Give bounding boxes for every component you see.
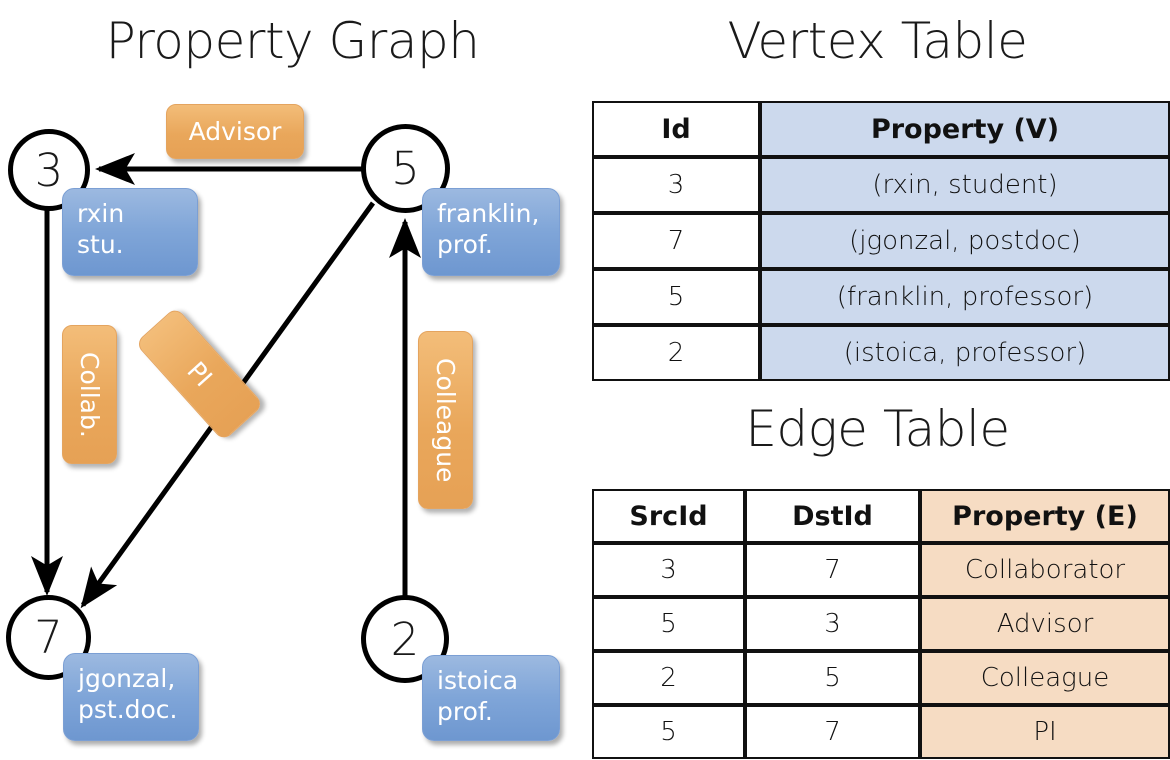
vertex-table-header-row: Id Property (V) — [592, 101, 1170, 157]
edge-label-pi-text: PI — [181, 355, 218, 393]
vertex-property-box-3[interactable]: rxin stu. — [62, 188, 198, 276]
page-title-edge-table: Edge Table — [745, 400, 1010, 458]
edge-cell-property: Advisor — [920, 597, 1170, 651]
vertex-property-box-3-line1: rxin — [77, 199, 125, 228]
vertex-cell-id: 3 — [592, 157, 760, 213]
edge-cell-srcid: 5 — [592, 705, 745, 759]
edge-cell-dstid: 5 — [745, 651, 920, 705]
edge-cell-dstid: 7 — [745, 543, 920, 597]
vertex-cell-id: 5 — [592, 269, 760, 325]
property-graph-diagram: 3 5 7 2 rxin stu. franklin, prof. jgonza… — [6, 104, 560, 741]
vertex-property-box-7[interactable]: jgonzal, pst.doc. — [63, 653, 199, 741]
edge-cell-dstid: 7 — [745, 705, 920, 759]
vertex-cell-property: (rxin, student) — [760, 157, 1170, 213]
vertex-table: Id Property (V) 3 (rxin, student) 7 (jgo… — [592, 101, 1170, 381]
vertex-property-box-7-line2: pst.doc. — [78, 694, 178, 724]
table-row: 3 (rxin, student) — [592, 157, 1170, 213]
edge-label-advisor-text: Advisor — [188, 117, 282, 146]
edge-cell-dstid: 3 — [745, 597, 920, 651]
edge-label-colleague-text: Colleague — [431, 357, 460, 483]
graph-node-2-label: 2 — [390, 612, 420, 666]
vertex-cell-id: 2 — [592, 325, 760, 381]
vertex-property-box-5[interactable]: franklin, prof. — [422, 188, 560, 276]
graph-node-5-label: 5 — [391, 142, 420, 195]
edge-table: SrcId DstId Property (E) 3 7 Collaborato… — [592, 489, 1170, 759]
page-title-vertex-table: Vertex Table — [727, 12, 1028, 70]
edge-cell-srcid: 5 — [592, 597, 745, 651]
edge-cell-srcid: 3 — [592, 543, 745, 597]
vertex-cell-property: (jgonzal, postdoc) — [760, 213, 1170, 269]
vertex-property-box-5-line1: franklin, — [437, 199, 540, 228]
vertex-property-box-5-line2: prof. — [437, 229, 493, 259]
table-row: 5 3 Advisor — [592, 597, 1170, 651]
table-row: 2 (istoica, professor) — [592, 325, 1170, 381]
table-row: 5 (franklin, professor) — [592, 269, 1170, 325]
vertex-cell-property: (franklin, professor) — [760, 269, 1170, 325]
vertex-table-header-property: Property (V) — [760, 101, 1170, 157]
vertex-table-header-id: Id — [592, 101, 760, 157]
edge-cell-srcid: 2 — [592, 651, 745, 705]
edge-label-colleague[interactable]: Colleague — [418, 331, 473, 509]
vertex-cell-id: 7 — [592, 213, 760, 269]
vertex-cell-property: (istoica, professor) — [760, 325, 1170, 381]
edge-table-header-dstid: DstId — [745, 489, 920, 543]
graph-node-5[interactable]: 5 — [361, 124, 450, 213]
graph-node-7-label: 7 — [34, 611, 63, 664]
vertex-property-box-2-line2: prof. — [437, 696, 493, 726]
edge-cell-property: Collaborator — [920, 543, 1170, 597]
page-title-property-graph: Property Graph — [105, 12, 480, 70]
table-row: 5 7 PI — [592, 705, 1170, 759]
edge-label-advisor[interactable]: Advisor — [166, 104, 304, 159]
graph-node-3-label: 3 — [34, 143, 64, 197]
vertex-property-box-2[interactable]: istoica prof. — [422, 655, 560, 741]
vertex-property-box-2-line1: istoica — [437, 666, 519, 695]
edge-cell-property: PI — [920, 705, 1170, 759]
graph-node-2[interactable]: 2 — [361, 595, 449, 683]
edge-table-header-srcid: SrcId — [592, 489, 745, 543]
edge-table-header-row: SrcId DstId Property (E) — [592, 489, 1170, 543]
edge-label-collab[interactable]: Collab. — [62, 325, 117, 464]
edge-label-collab-text: Collab. — [75, 351, 104, 438]
table-row: 3 7 Collaborator — [592, 543, 1170, 597]
vertex-property-box-3-line2: stu. — [77, 229, 124, 259]
table-row: 2 5 Colleague — [592, 651, 1170, 705]
edge-cell-property: Colleague — [920, 651, 1170, 705]
vertex-property-box-7-line1: jgonzal, — [78, 664, 176, 693]
table-row: 7 (jgonzal, postdoc) — [592, 213, 1170, 269]
edge-table-header-property: Property (E) — [920, 489, 1170, 543]
